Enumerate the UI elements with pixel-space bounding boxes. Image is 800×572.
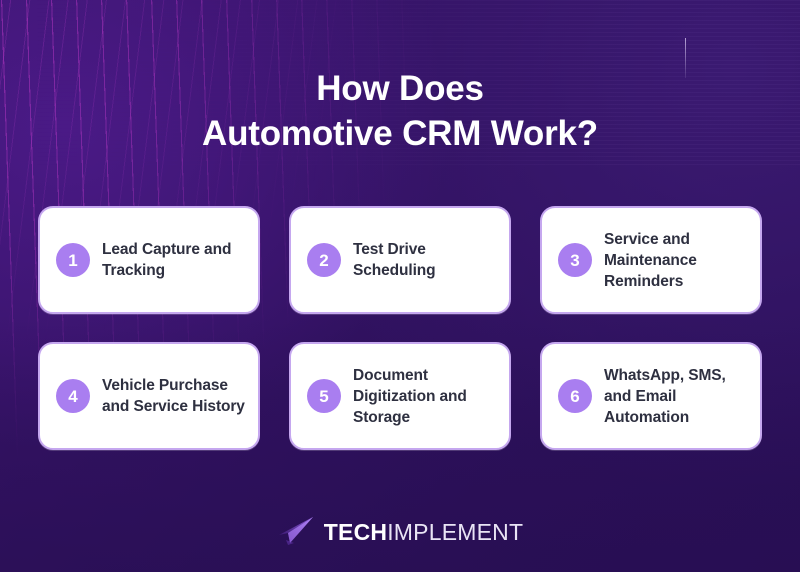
step-label: Service and Maintenance Reminders: [604, 230, 697, 290]
step-number-badge: 2: [307, 243, 341, 277]
title-line-2: Automotive CRM Work?: [202, 114, 598, 153]
step-card-3: 3 Service and Maintenance Reminders: [540, 206, 762, 314]
step-number-badge: 3: [558, 243, 592, 277]
logo-text-light: IMPLEMENT: [387, 518, 524, 545]
page-title: How Does Automotive CRM Work?: [0, 66, 800, 156]
brand-logo: TECHIMPLEMENT: [0, 516, 800, 548]
step-card-6: 6 WhatsApp, SMS, and Email Automation: [540, 342, 762, 450]
logo-wordmark: TECHIMPLEMENT: [323, 518, 524, 545]
step-label: WhatsApp, SMS, and Email Automation: [604, 366, 726, 426]
step-label: Document Digitization and Storage: [353, 366, 467, 426]
step-label: Vehicle Purchase and Service History: [102, 377, 245, 415]
logo-text-bold: TECH: [323, 518, 388, 545]
steps-grid: 1 Lead Capture and Tracking 2 Test Drive…: [38, 206, 762, 450]
step-label: Test Drive Scheduling: [353, 241, 436, 279]
step-number-badge: 5: [307, 379, 341, 413]
step-number-badge: 4: [56, 379, 90, 413]
step-number-badge: 1: [56, 243, 90, 277]
step-label: Lead Capture and Tracking: [102, 241, 232, 279]
title-line-1: How Does: [316, 69, 484, 108]
step-number-badge: 6: [558, 379, 592, 413]
step-card-5: 5 Document Digitization and Storage: [289, 342, 511, 450]
arrow-paper-plane-icon: [278, 517, 313, 545]
step-card-4: 4 Vehicle Purchase and Service History: [38, 342, 260, 450]
step-card-1: 1 Lead Capture and Tracking: [38, 206, 260, 314]
step-card-2: 2 Test Drive Scheduling: [289, 206, 511, 314]
